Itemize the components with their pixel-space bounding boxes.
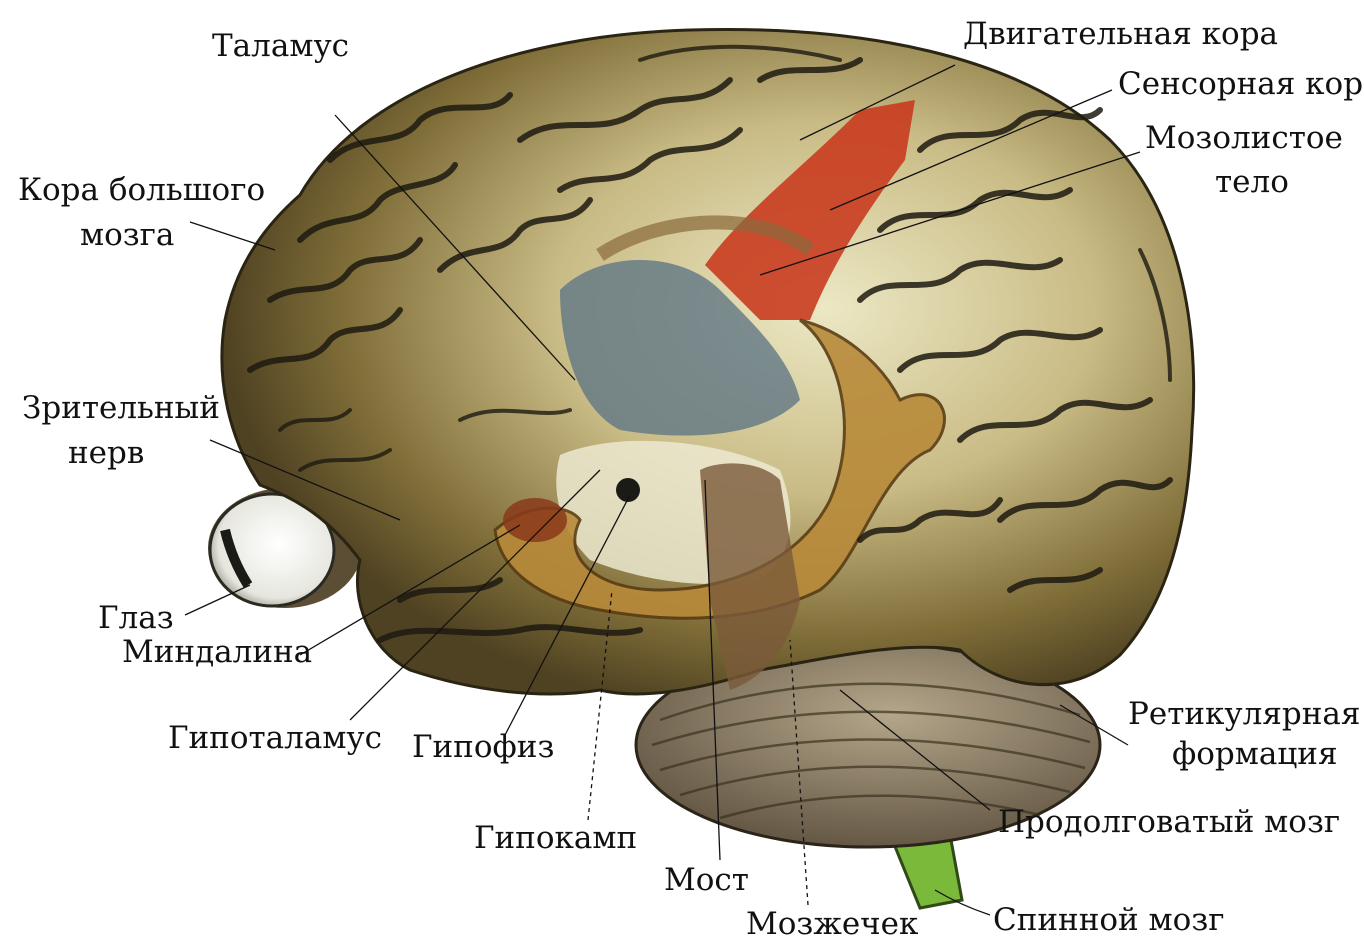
label-motor-cortex: Двигательная кора bbox=[963, 16, 1278, 52]
label-reticular-2: формация bbox=[1172, 736, 1338, 772]
leader-eye bbox=[185, 585, 250, 615]
label-optic-nerve-2: нерв bbox=[68, 435, 144, 471]
label-reticular-1: Ретикулярная bbox=[1128, 696, 1360, 732]
label-cerebral-cortex-2: мозга bbox=[80, 217, 174, 253]
label-spinal-cord: Спинной мозг bbox=[993, 902, 1224, 938]
label-corpus-callosum-2: тело bbox=[1215, 164, 1289, 200]
label-amygdala: Миндалина bbox=[122, 634, 312, 670]
label-sensory-cortex: Сенсорная кора bbox=[1118, 66, 1364, 102]
label-hippocampus: Гипокамп bbox=[474, 820, 637, 856]
label-pons: Мост bbox=[664, 862, 749, 898]
label-pituitary: Гипофиз bbox=[412, 729, 554, 765]
label-optic-nerve-1: Зрительный bbox=[22, 390, 220, 426]
label-thalamus: Таламус bbox=[212, 28, 349, 64]
label-cerebellum: Мозжечек bbox=[746, 906, 918, 942]
label-medulla: Продолговатый мозг bbox=[998, 804, 1340, 840]
label-eye: Глаз bbox=[98, 600, 174, 636]
label-cerebral-cortex-1: Кора большого bbox=[18, 172, 265, 208]
label-hypothalamus: Гипоталамус bbox=[168, 720, 382, 756]
label-corpus-callosum-1: Мозолистое bbox=[1145, 120, 1343, 156]
